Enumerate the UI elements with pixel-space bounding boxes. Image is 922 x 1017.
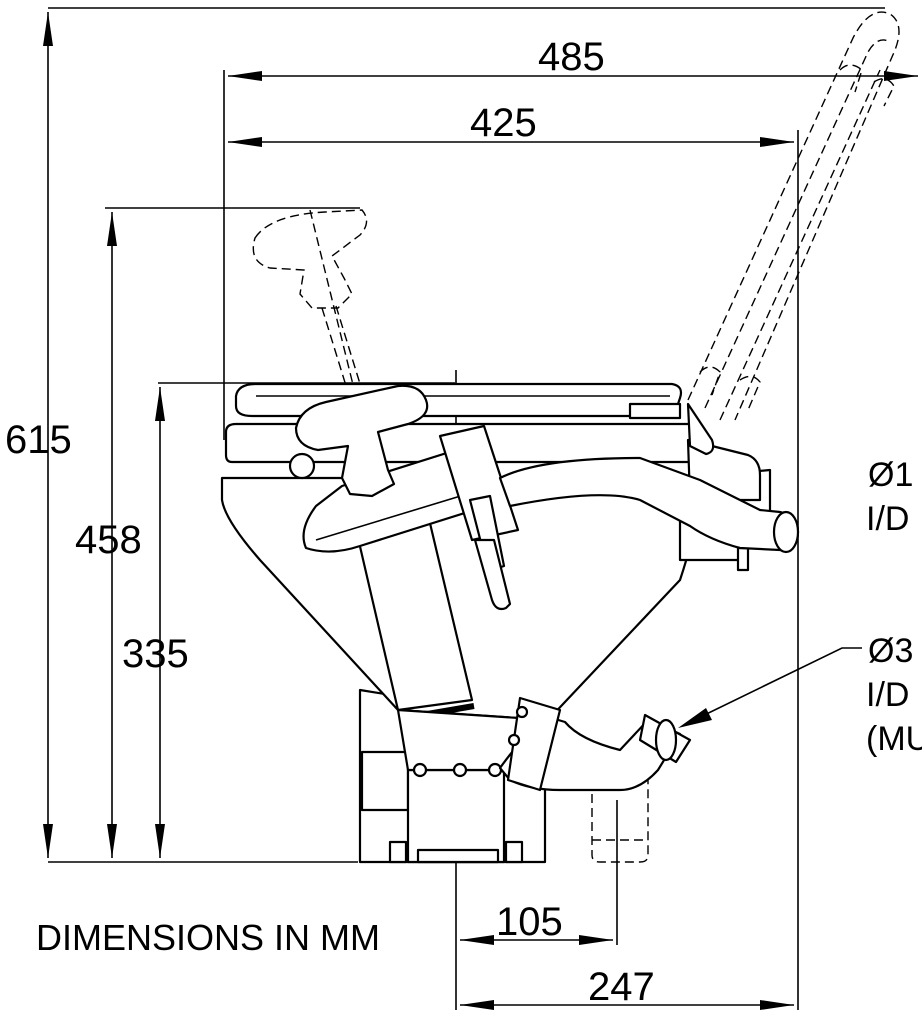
outlet-callout-size: Ø3 xyxy=(868,632,913,670)
inlet-callout-id: I/D xyxy=(866,500,909,538)
dimension-line-615 xyxy=(43,12,53,858)
label-335: 335 xyxy=(122,632,189,676)
dimension-line-247 xyxy=(460,1000,794,1010)
label-458: 458 xyxy=(75,518,142,562)
dimension-line-335 xyxy=(155,387,165,858)
dimension-line-105 xyxy=(460,935,613,945)
dimension-line-425 xyxy=(228,137,794,147)
dimension-line-458 xyxy=(107,212,117,858)
outlet-leader-arrow xyxy=(678,647,862,728)
outlet-callout-id: I/D xyxy=(866,676,909,714)
inlet-callout-size: Ø1 xyxy=(868,456,913,494)
label-615: 615 xyxy=(5,418,72,462)
pump-head xyxy=(302,424,520,611)
label-485: 485 xyxy=(538,35,605,79)
raised-seat-lid-hidden xyxy=(687,11,900,421)
units-note: DIMENSIONS IN MM xyxy=(36,917,380,958)
label-105: 105 xyxy=(496,900,563,944)
discharge-elbow xyxy=(498,696,692,792)
outlet-callout-note: (MU xyxy=(866,720,922,758)
flush-water-hose xyxy=(498,456,800,554)
pump-handle xyxy=(294,384,429,498)
dimension-line-485 xyxy=(228,71,918,81)
drain-plug-hidden xyxy=(591,780,649,863)
label-425: 425 xyxy=(470,101,537,145)
label-247: 247 xyxy=(588,965,655,1009)
